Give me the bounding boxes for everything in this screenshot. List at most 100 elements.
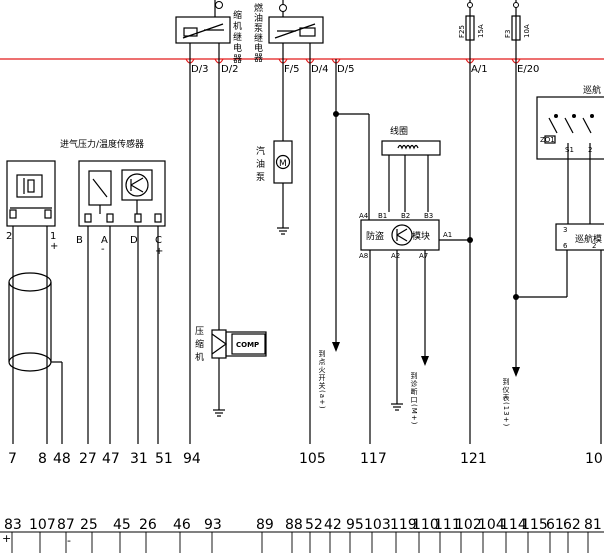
bottom-pin: 25 [80,517,98,533]
conn-f5: F/5 [284,64,299,75]
fuse-f25-label: F25 [458,25,466,38]
left-sensor [6,160,56,444]
relay-b-label: 燃油泵继电器 [252,2,263,63]
conn-a1: A/1 [471,64,488,75]
bottom-pin: 52 [305,517,323,533]
bottom-pin: 62 [563,517,581,533]
bottom-pin-row: 83 107 87 25 45 26 46 93 89 88 52 42 95 … [4,517,602,533]
sensor-pin-a: A [101,235,108,246]
cruise-switch-zo1: ZO1 [540,136,555,144]
main-wires [189,59,602,444]
cruise-switch [536,96,604,224]
sensor-pin-b: B [76,235,83,246]
cruise-top-label: 巡航 [583,84,601,96]
ecu-pin: 117 [360,451,387,467]
fuel-pump-label: 汽油泵 [254,145,265,185]
ecu-pin: 31 [130,451,148,467]
cruise-pin-6: 6 [563,242,568,250]
bottom-plus-mark: + [2,532,11,545]
cruise-pin-2: 2 [592,242,596,250]
cruise-module [516,223,604,298]
cruise-switch-2: 2 [588,146,592,154]
ecu-pin: 51 [155,451,173,467]
immobilizer-module [336,113,470,444]
compressor-relay [175,0,231,59]
junctions [333,111,519,300]
conn-d4: D/4 [311,64,328,75]
ecu-pin: 48 [53,451,71,467]
fuse-f3-label: F3 [504,30,512,38]
to-ignition-label: 到点火开关(a+) [318,350,326,410]
immobilizer-coil [381,140,441,212]
svg-text:M: M [279,159,287,169]
conn-d5: D/5 [337,64,354,75]
fuel-pump-relay [268,0,324,59]
bottom-pin: 115 [521,517,548,533]
bottom-pin: 46 [173,517,191,533]
bottom-pin: 81 [584,517,602,533]
fuse-f3 [511,0,521,59]
bottom-pin: 26 [139,517,157,533]
arrows [332,342,520,377]
immo-ground [391,403,403,411]
sensor-pin-a-mark: - [101,244,105,255]
coil-label: 线圈 [390,125,408,137]
bottom-pin: 45 [113,517,131,533]
immobilizer-label-right: 模块 [412,230,430,242]
ecu-pin: 7 [8,451,17,467]
bottom-pin: 88 [285,517,303,533]
bottom-pin: 119 [390,517,417,533]
left-pin-1: 1 [50,231,56,242]
cruise-pin-3: 3 [563,226,567,234]
immo-pin-b2: B2 [401,212,410,220]
conn-d3: D/3 [191,64,208,75]
immo-pin-a1: A1 [443,231,452,239]
left-pin-plus: + [50,241,58,252]
immobilizer-label-left: 防盗 [366,230,384,242]
ecu-pin: 27 [79,451,97,467]
bottom-pin: 102 [455,517,482,533]
bottom-pin: 83 [4,517,22,533]
sensor-pin-d: D [130,235,138,246]
bottom-pin: 110 [412,517,439,533]
compressor [211,329,267,417]
immo-pin-a8: A8 [359,252,368,260]
intake-sensor [78,160,166,444]
immo-pin-b1: B1 [378,212,387,220]
immo-pin-b3: B3 [424,212,433,220]
bottom-pin: 107 [29,517,56,533]
ecu-pin: 47 [102,451,120,467]
sensor-pin-c-mark: + [155,246,163,257]
conn-d2: D/2 [221,64,238,75]
bottom-connector [0,531,604,553]
cruise-module-label: 巡航模 [575,233,602,245]
sensor-pin-c: C [155,235,162,246]
bottom-pin: 61 [546,517,564,533]
intake-sensor-label: 进气压力/温度传感器 [60,138,144,150]
oxygen-sensor [8,272,63,444]
immo-pin-a7: A7 [419,252,428,260]
relay-a-label: 缩机继电器 [231,9,242,65]
immo-pin-a2: A2 [391,252,400,260]
ecu-pin-row: 7 8 48 27 47 31 51 94 105 117 121 101 [8,451,604,467]
to-diag-label: 到诊断口(M+) [410,372,418,425]
bottom-pin: 111 [434,517,461,533]
fuse-f25-rating: 15A [477,24,485,38]
fuel-pump: M [273,140,293,235]
immo-pin-a4: A4 [359,212,369,220]
bottom-pin: 95 [346,517,364,533]
bottom-pin: 114 [500,517,527,533]
bottom-pin: 42 [324,517,342,533]
fuse-f25 [465,0,475,59]
bottom-pin: 104 [478,517,505,533]
ecu-pin: 101 [585,451,604,467]
bottom-pin: 87 [57,517,75,533]
bottom-pin: 89 [256,517,274,533]
bottom-minus-mark: - [67,534,71,547]
ecu-pin: 121 [460,451,487,467]
cruise-switch-s1: S1 [565,146,574,154]
fuse-f3-rating: 10A [523,24,531,38]
ecu-pin: 105 [299,451,326,467]
left-pin-2: 2 [6,231,12,242]
